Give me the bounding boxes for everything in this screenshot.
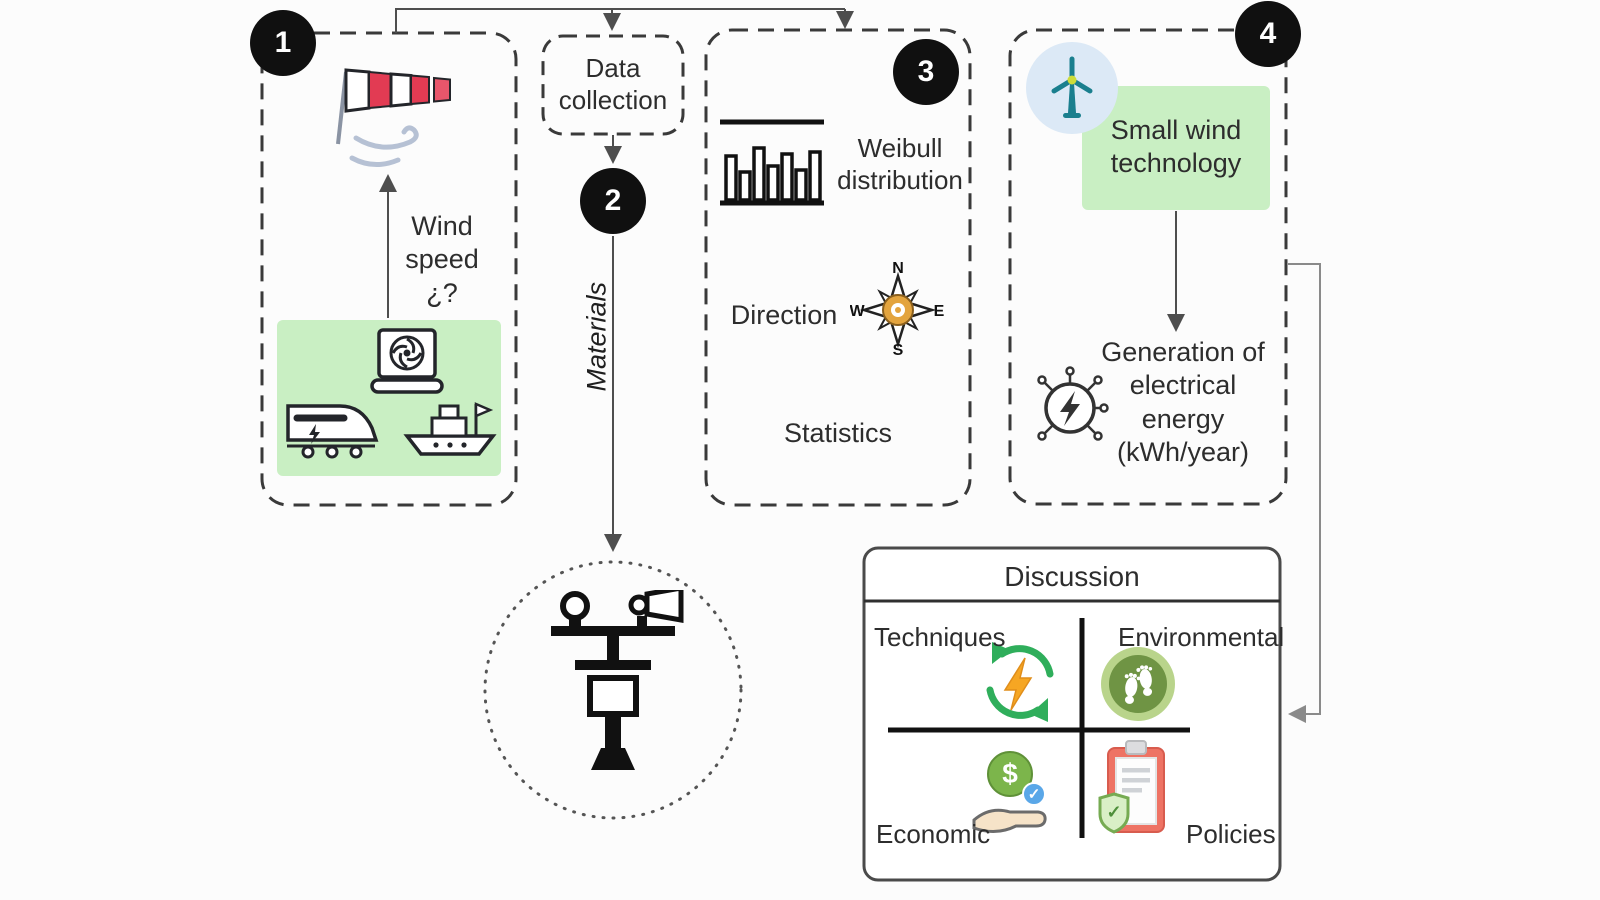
step-3-badge: 3 — [893, 39, 959, 105]
connector-panel4-to-discussion — [1288, 263, 1321, 723]
data-collection-label: Data collection — [558, 53, 668, 116]
wind-turbine-icon — [1051, 56, 1093, 118]
panel-4-border — [1008, 28, 1288, 506]
compass-rose-icon: N E S W — [850, 260, 945, 356]
policies-check-mark: ✓ — [1106, 802, 1121, 822]
compass-e: E — [934, 303, 945, 320]
windsock-icon — [336, 68, 451, 167]
economic-money-hand-icon: $ ✓ — [972, 751, 1047, 833]
direction-label: Direction — [730, 300, 838, 330]
laptop-fan-icon — [370, 328, 444, 394]
economic-check-mark: ✓ — [1028, 786, 1041, 803]
statistics-label: Statistics — [783, 418, 893, 448]
wind-speed-label: Wind speed ¿? — [405, 211, 479, 308]
step-4-number: 4 — [1259, 17, 1277, 50]
step-2-badge: 2 — [580, 168, 646, 234]
compass-s: S — [893, 342, 904, 356]
step-1-number: 1 — [274, 26, 292, 59]
policies-clipboard-icon: ✓ — [1098, 740, 1165, 834]
train-icon — [286, 404, 379, 459]
top-frame-line — [395, 8, 845, 33]
compass-w: W — [850, 303, 865, 320]
small-wind-label: Small wind technology — [1110, 115, 1242, 179]
techniques-recycle-energy-icon — [986, 642, 1054, 722]
policies-label: Policies — [1186, 819, 1276, 849]
data-collection-box-border — [541, 34, 685, 136]
discussion-title: Discussion — [1004, 561, 1140, 592]
environmental-footprint-icon — [1101, 647, 1175, 721]
panel-3-border — [704, 28, 972, 507]
materials-circle-border — [483, 560, 743, 820]
step-2-number: 2 — [604, 184, 622, 217]
step-3-number: 3 — [917, 55, 935, 88]
weibull-histogram-icon — [720, 119, 824, 206]
materials-label: Materials — [581, 281, 612, 392]
step-4-badge: 4 — [1235, 1, 1301, 67]
generation-label: Generation of electrical energy (kWh/yea… — [1101, 337, 1265, 468]
economic-label: Economic — [876, 819, 991, 849]
compass-n: N — [892, 260, 904, 277]
environmental-label: Environmental — [1118, 622, 1285, 652]
anemometer-icon — [551, 590, 684, 770]
techniques-label: Techniques — [874, 622, 1006, 652]
ship-icon — [403, 402, 497, 456]
panel-1-border — [260, 31, 518, 507]
weibull-label: Weibull distribution — [837, 133, 963, 196]
discussion-box-border — [862, 546, 1282, 882]
electrical-energy-icon — [1037, 366, 1109, 441]
step-1-badge: 1 — [250, 10, 316, 76]
dollar-sign: $ — [1002, 758, 1018, 789]
wind-turbine-circle — [1026, 42, 1118, 134]
